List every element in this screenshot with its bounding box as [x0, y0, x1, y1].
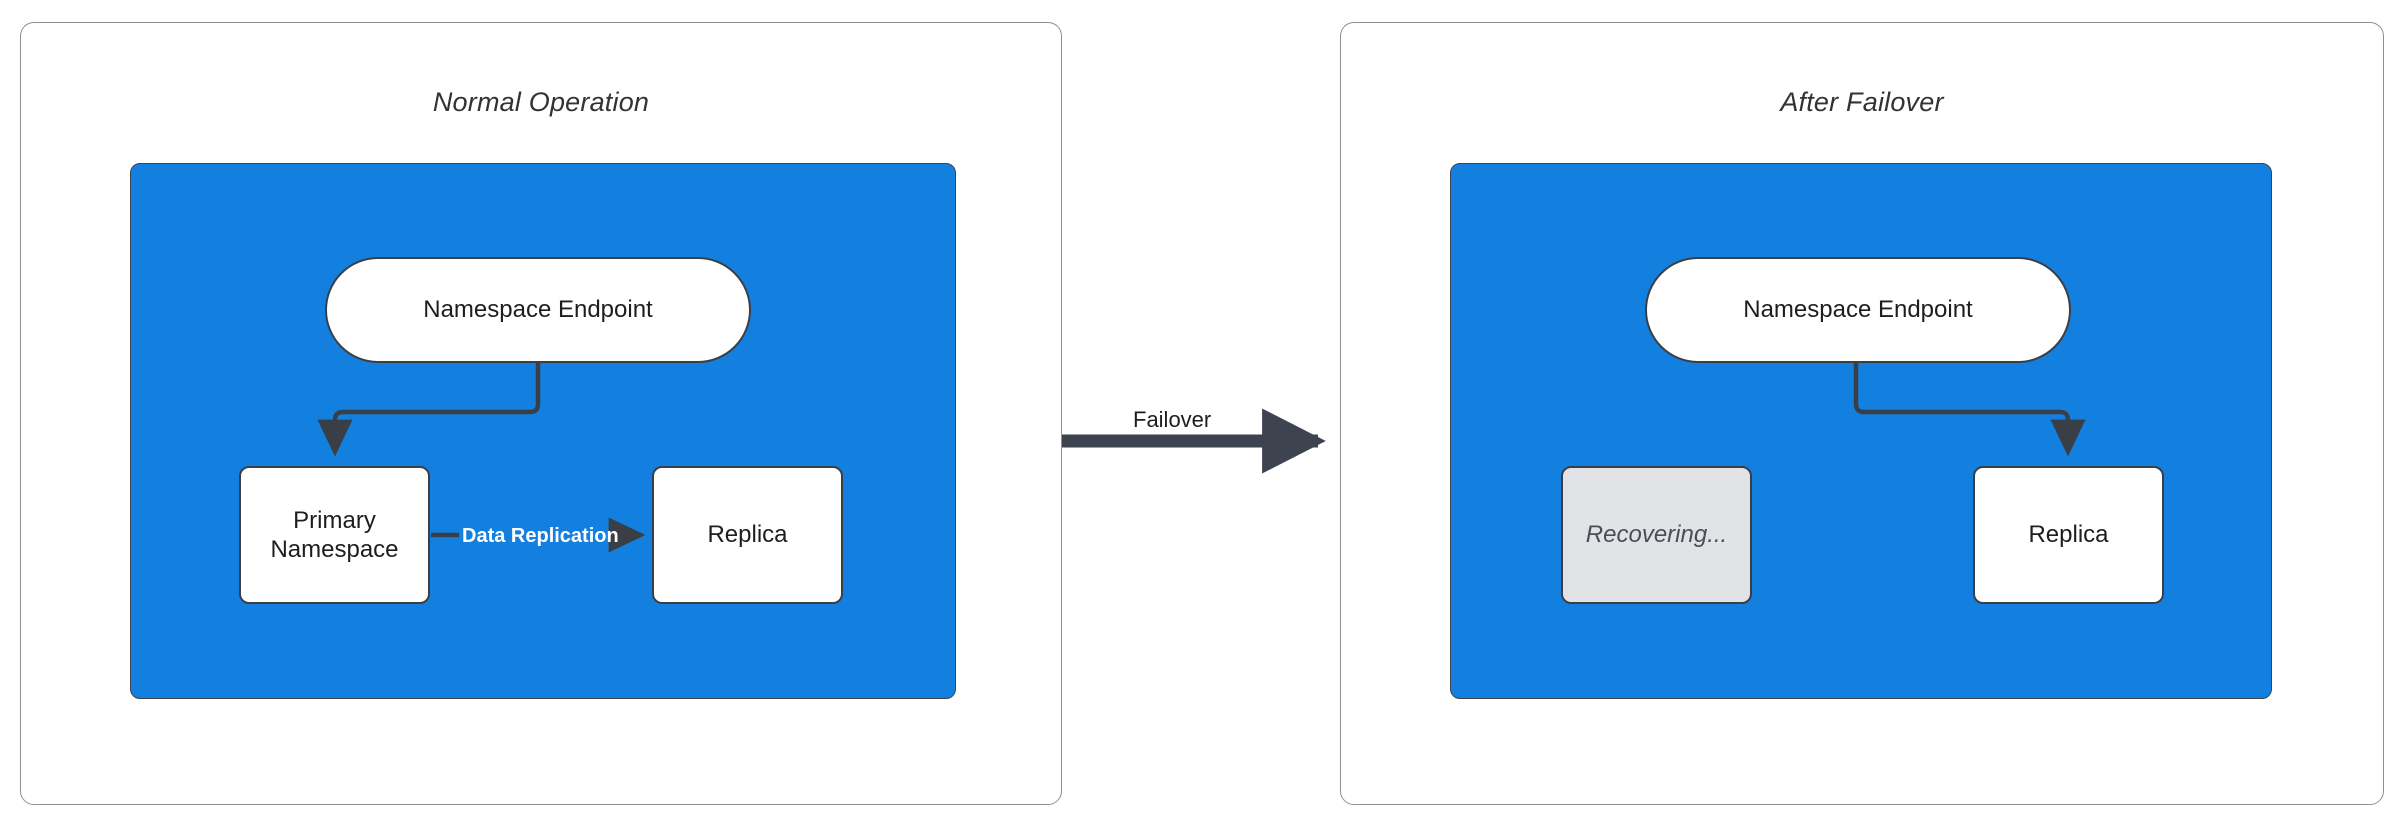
node-label: Namespace Endpoint	[423, 296, 653, 324]
blue-group-after-failover	[1450, 163, 2272, 699]
blue-group-normal-operation	[130, 163, 956, 699]
panel-title-after-failover: After Failover	[1780, 87, 1944, 117]
node-namespace-endpoint-left[interactable]: Namespace Endpoint	[325, 257, 751, 363]
node-replica-left[interactable]: Replica	[652, 466, 843, 604]
node-label-line-1: Primary	[293, 506, 376, 534]
node-label: Namespace Endpoint	[1743, 296, 1973, 324]
transition-label-failover: Failover	[1133, 407, 1212, 432]
node-recovering[interactable]: Recovering...	[1561, 466, 1752, 604]
node-namespace-endpoint-right[interactable]: Namespace Endpoint	[1645, 257, 2071, 363]
node-label: Replica	[707, 521, 788, 549]
node-label: Recovering...	[1585, 521, 1728, 549]
node-label: Replica	[2028, 521, 2109, 549]
node-primary-namespace[interactable]: Primary Namespace	[239, 466, 430, 604]
edge-label-data-replication: Data Replication	[462, 525, 619, 547]
node-replica-right[interactable]: Replica	[1973, 466, 2164, 604]
node-label-line-2: Namespace	[270, 536, 399, 563]
panel-title-normal-operation: Normal Operation	[432, 87, 650, 117]
